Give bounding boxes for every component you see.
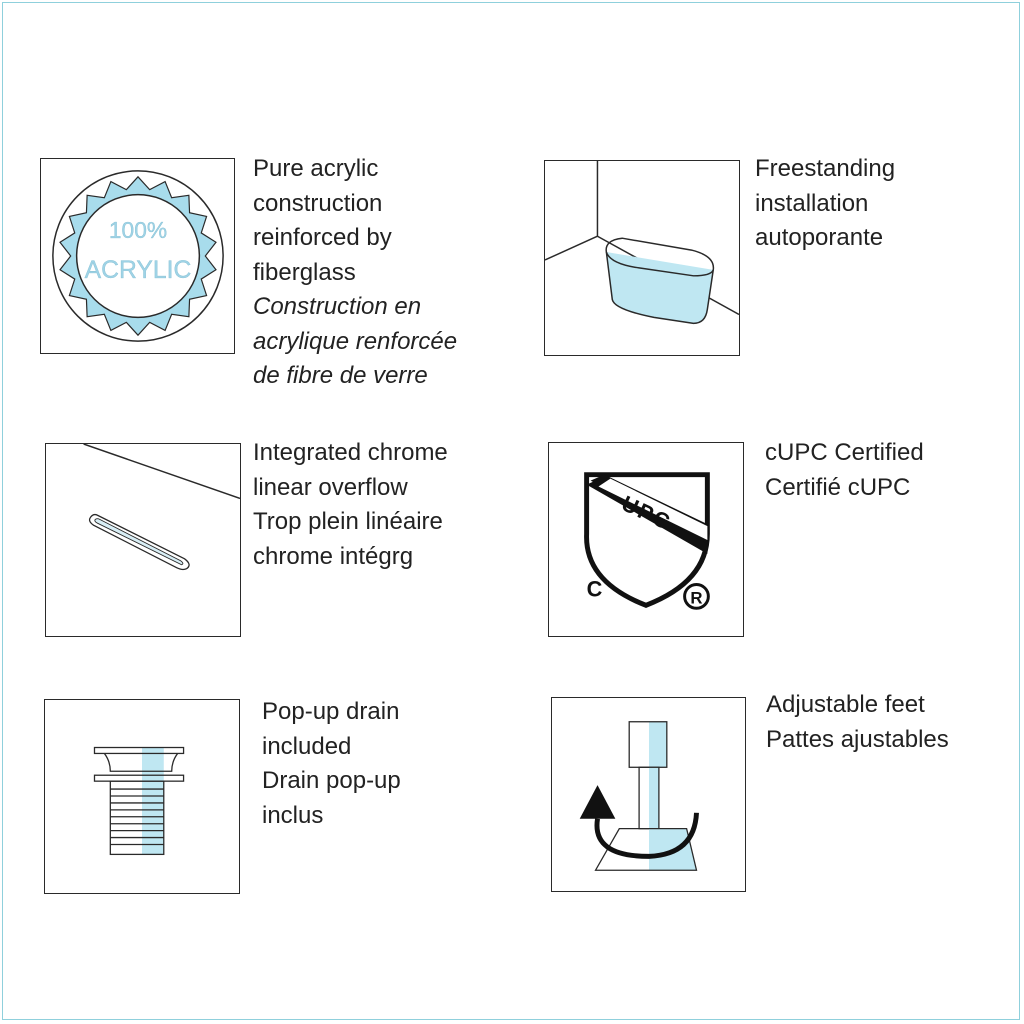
caption-line: fiberglass (253, 258, 356, 286)
drain-box (44, 699, 240, 894)
cupc-box: UPC C R (548, 442, 744, 637)
freestanding-caption: Freestanding installation autoporante (755, 152, 895, 256)
popup-drain-icon (93, 746, 185, 856)
badge-line-2: ACRYLIC (85, 257, 192, 284)
overflow-caption: Integrated chrome linear overflow Trop p… (253, 436, 448, 574)
drain-caption: Pop-up drain included Drain pop-up inclu… (262, 695, 401, 833)
caption-line: Integrated chrome (253, 439, 448, 466)
caption-line-fr: de fibre de verre (253, 362, 428, 389)
cupc-shield-icon: UPC C R (584, 472, 710, 610)
c-text: C (587, 576, 603, 601)
caption-line: Freestanding (755, 155, 896, 182)
feet-box (551, 697, 746, 892)
feet-caption: Adjustable feet Pattes ajustables (766, 688, 949, 757)
caption-line: Drain pop-up (262, 767, 401, 794)
r-text: R (690, 588, 702, 607)
caption-line: Adjustable feet (766, 691, 925, 718)
freestanding-tub-icon (545, 161, 739, 325)
freestanding-box (544, 160, 740, 356)
adjustable-feet-icon (579, 721, 699, 871)
acrylic-caption: Pure acrylic construction reinforced by … (253, 152, 457, 394)
caption-line: included (262, 732, 352, 760)
caption-line-fr: Construction en (253, 293, 422, 320)
caption-line: linear overflow (253, 473, 408, 501)
caption-line: installation (755, 189, 869, 217)
acrylic-seal-icon: 100% ACRYLIC (52, 170, 224, 342)
cupc-caption: cUPC Certified Certifié cUPC (765, 436, 924, 505)
caption-line-fr: acrylique renforcée (253, 327, 458, 355)
caption-line: cUPC Certified (765, 439, 924, 466)
caption-line: Pure acrylic (253, 155, 379, 182)
caption-line: Pattes ajustables (766, 725, 949, 753)
caption-line: Trop plein linéaire (253, 508, 443, 535)
badge-line-1: 100% (109, 217, 167, 243)
caption-line: Pop-up drain (262, 698, 400, 725)
linear-overflow-icon (83, 444, 240, 571)
acrylic-badge-box: 100% ACRYLIC (40, 158, 235, 354)
caption-line: chrome intégrg (253, 542, 414, 570)
caption-line: construction (253, 189, 383, 217)
caption-line: inclus (262, 801, 324, 829)
caption-line: reinforced by (253, 224, 392, 251)
caption-line: autoporante (755, 224, 884, 251)
overflow-box (45, 443, 241, 637)
caption-line: Certifié cUPC (765, 473, 911, 501)
